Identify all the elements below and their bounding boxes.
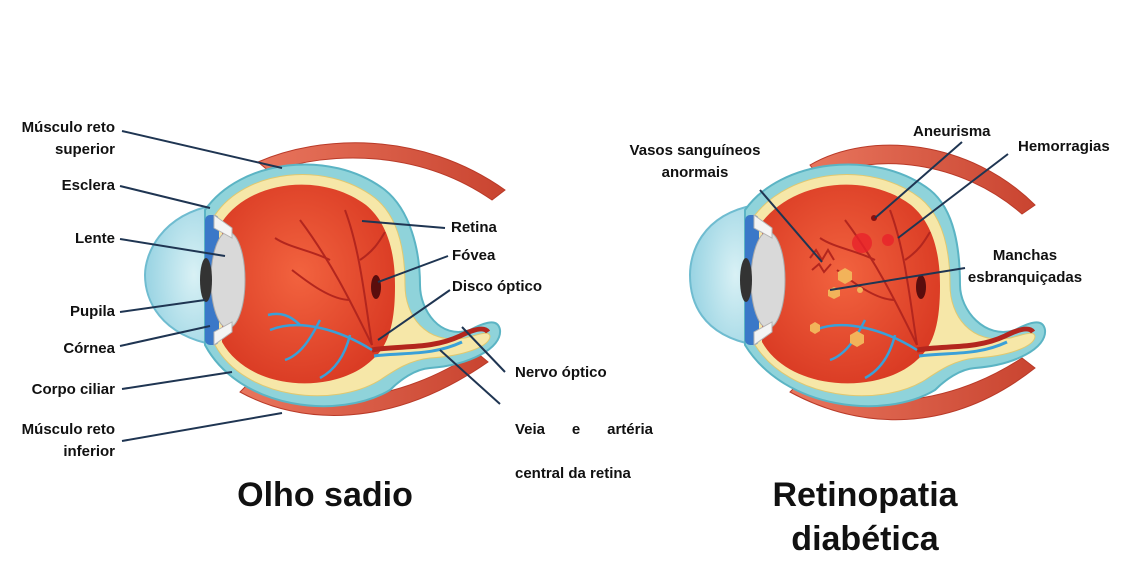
vitreous-interior — [222, 185, 395, 384]
label-aneurisma: Aneurisma — [913, 121, 991, 143]
label-lente: Lente — [10, 228, 115, 250]
label-manchas: Manchas esbranquiçadas — [965, 245, 1085, 289]
healthy-eye — [120, 131, 505, 441]
label-nervo-optico: Nervo óptico — [515, 362, 607, 384]
label-musculo-reto-superior: Músculo reto superior — [10, 117, 115, 161]
label-vasos-sanguineos: Vasos sanguíneos anormais — [620, 140, 770, 184]
pupil-dark — [200, 258, 212, 302]
label-esclera: Esclera — [10, 175, 115, 197]
label-retina: Retina — [451, 217, 497, 239]
fovea-spot-2 — [916, 275, 926, 299]
title-olho-sadio: Olho sadio — [215, 473, 435, 517]
lens-shape-2 — [751, 232, 785, 328]
label-hemorragias: Hemorragias — [1018, 136, 1110, 158]
vitreous-interior-2 — [762, 185, 940, 384]
hemorrhage-spot-2 — [882, 234, 894, 246]
label-musculo-reto-inferior: Músculo reto inferior — [10, 419, 115, 463]
label-corpo-ciliar: Corpo ciliar — [10, 379, 115, 401]
fovea-spot — [371, 275, 381, 299]
label-veia-arteria-line-2: central da retina — [515, 463, 653, 485]
pupil-dark-2 — [740, 258, 752, 302]
title-retinopatia-diabetica: Retinopatia diabética — [740, 473, 990, 561]
label-fovea: Fóvea — [452, 245, 495, 267]
lens-shape — [211, 232, 245, 328]
label-veia-arteria-line-1: Veia e artéria — [515, 419, 653, 441]
label-cornea: Córnea — [10, 338, 115, 360]
label-disco-optico: Disco óptico — [452, 276, 542, 298]
label-pupila: Pupila — [10, 301, 115, 323]
hemorrhage-spot-1 — [852, 233, 872, 253]
label-veia-arteria: Veia e artéria central da retina — [515, 397, 653, 507]
